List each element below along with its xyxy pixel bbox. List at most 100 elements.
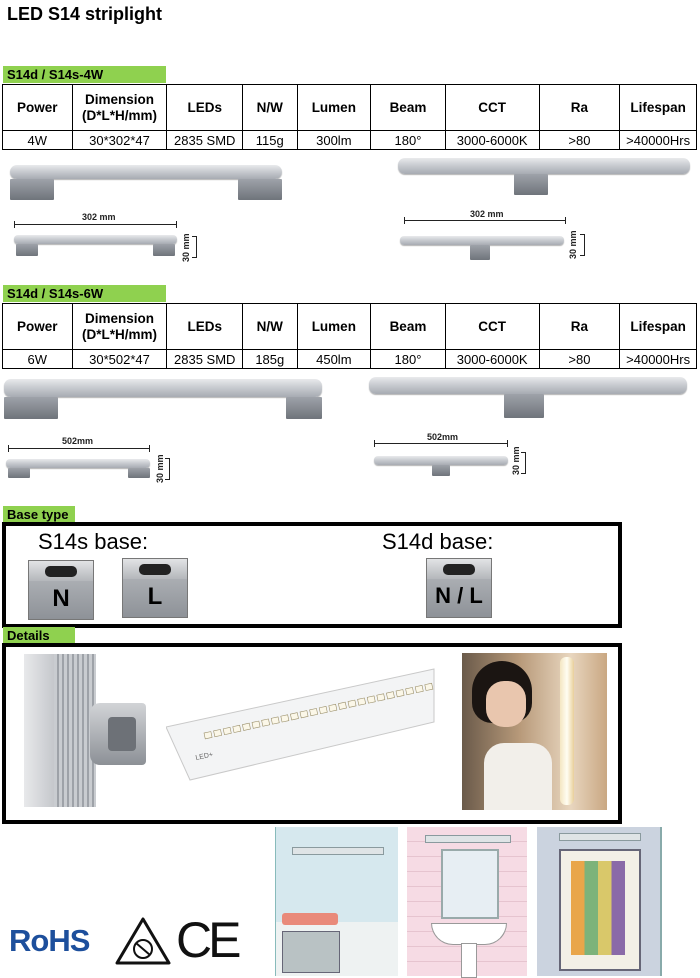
col-header-beam: Beam [370,303,446,350]
col-header-leds: LEDs [166,84,244,131]
s14s-base-title: S14s base: [38,529,149,554]
cell-lumen: 300lm [296,130,372,150]
cell-power: 4W [2,130,73,150]
spec-table-6w: Power Dimension (D*L*H/mm) LEDs N/W Lume… [2,303,697,369]
col-header-ra: Ra [538,303,621,350]
dim-height-bar [165,458,170,480]
table-row: 4W 30*302*47 2835 SMD 115g 300lm 180° 30… [2,130,697,150]
picture-illustration [537,827,662,976]
page-title: LED S14 striplight [7,4,163,24]
base-type-box: S14s base: S14d base: N L N / L [2,522,622,628]
dim-height-label: 30 mm [511,446,521,475]
led-chip [376,693,386,702]
dim-length-label: 502mm [62,436,94,446]
dim-length-label: 302 mm [82,212,116,222]
tube-closeup-image [24,654,96,807]
base-type-tag: Base type [3,506,75,523]
led-chip [280,714,290,723]
cell-cct: 3000-6000K [444,130,540,150]
led-chip [414,684,424,694]
col-header-power: Power [2,303,73,350]
cell-ra: >80 [538,130,621,150]
led-chip [299,710,309,719]
col-header-cct: CCT [444,84,540,131]
dim-length-line [374,440,508,447]
kitchen-illustration [275,827,398,976]
led-chip [232,724,242,733]
table-row: 6W 30*502*47 2835 SMD 185g 450lm 180° 30… [2,349,697,369]
spec-table-4w: Power Dimension (D*L*H/mm) LEDs N/W Lume… [2,84,697,150]
dim-height-bar [192,236,197,258]
dim-length-line [8,445,150,452]
dim-length-line [404,217,566,224]
cell-lumen: 450lm [296,349,372,369]
cell-nw: 115g [242,130,298,150]
cell-cct: 3000-6000K [444,349,540,369]
s14d-base-title: S14d base: [382,529,494,554]
cell-lifespan: >40000Hrs [619,130,697,150]
cell-beam: 180° [370,349,446,369]
triangle-certification-icon [115,917,171,965]
col-header-lumen: Lumen [296,303,372,350]
cell-dimension: 30*302*47 [71,130,168,150]
led-chip [251,720,261,729]
dim-length-line [14,221,177,228]
model-tag-4w: S14d / S14s-4W [3,66,166,83]
socket-n: N [28,560,94,620]
cell-dimension: 30*502*47 [71,349,168,369]
socket-closeup-image [90,703,146,765]
col-header-beam: Beam [370,84,446,131]
dim-height-label: 30 mm [155,454,165,483]
socket-nl: N / L [426,558,492,618]
col-header-ra: Ra [538,84,621,131]
dim-height-label: 30 mm [568,230,578,259]
col-header-dimension: Dimension (D*L*H/mm) [71,303,168,350]
pcb-marking: LED+ [195,751,214,762]
dim-height-label: 30 mm [181,233,191,262]
led-pcb-strip-image: LED+ [166,668,435,781]
details-box: LED+ [2,643,622,824]
led-chip [318,705,328,715]
led-chip [424,682,434,691]
details-tag: Details [3,627,75,644]
led-chip [213,729,223,738]
col-header-dimension: Dimension (D*L*H/mm) [71,84,168,131]
socket-l: L [122,558,188,618]
mirror-light-photo [462,653,607,810]
col-header-lumen: Lumen [296,84,372,131]
socket-n-label: N [52,585,70,612]
led-chip [395,689,405,698]
led-chip [203,731,213,740]
led-chip [222,726,232,736]
cell-ra: >80 [538,349,621,369]
cell-leds: 2835 SMD [166,349,244,369]
col-header-lifespan: Lifespan [619,84,697,131]
led-chip [270,716,280,725]
socket-l-label: L [147,583,163,610]
model-tag-6w: S14d / S14s-6W [3,285,166,302]
led-chip [347,699,357,708]
dim-length-label: 302 mm [470,209,504,219]
bathroom-illustration [407,827,527,978]
rohs-logo: RoHS [9,923,90,958]
col-header-nw: N/W [242,303,298,350]
ce-logo: CE [176,912,241,968]
cell-beam: 180° [370,130,446,150]
led-chip [405,687,415,696]
led-chip [386,691,395,700]
led-chip [242,722,251,731]
col-header-nw: N/W [242,84,298,131]
cell-nw: 185g [242,349,298,369]
dim-height-bar [521,452,526,474]
dim-length-label: 502mm [427,432,459,442]
led-chip [328,703,338,712]
dim-height-bar [580,234,585,256]
col-header-cct: CCT [444,303,540,350]
led-chip [366,695,376,704]
cell-power: 6W [2,349,73,369]
col-header-power: Power [2,84,73,131]
col-header-lifespan: Lifespan [619,303,697,350]
led-chip [357,697,367,706]
socket-nl-label: N / L [435,583,483,608]
cell-leds: 2835 SMD [166,130,244,150]
